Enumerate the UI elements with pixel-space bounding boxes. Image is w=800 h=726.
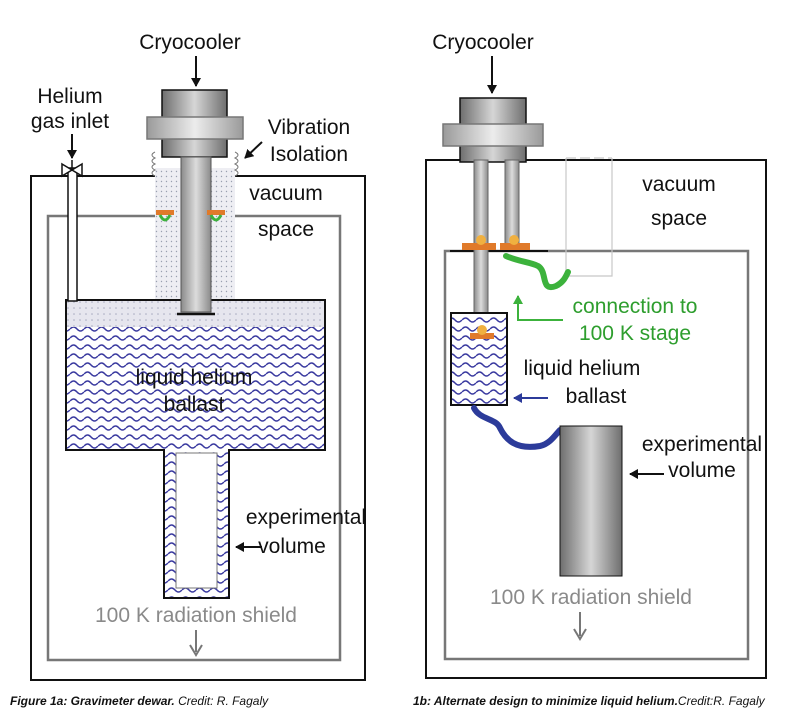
connection-strap: [503, 253, 571, 291]
cryocooler-flange-b: [442, 123, 544, 147]
flange-seal-left: [156, 210, 174, 222]
ballast-box-b: [450, 312, 508, 406]
thermal-link-outline: [565, 157, 613, 277]
figure-1a: Cryocooler Helium gas inlet Vibration Is…: [30, 31, 366, 681]
cryocooler-flange: [146, 116, 244, 140]
radiation-shield-b: [443, 249, 750, 661]
figure-1b: Cryocooler vacuum space connection to 10…: [425, 31, 767, 679]
ballast-label-b-line2: ballast: [566, 385, 627, 408]
vacuum-label-b-line1: vacuum: [642, 173, 716, 196]
experimental-label-b-line1: experimental: [642, 433, 762, 456]
vibration-arrow: [244, 141, 263, 159]
cold-rod-right-b: [504, 159, 520, 246]
ballast-flange-b-dot: [477, 325, 487, 335]
flange-left-b-dot: [476, 235, 486, 245]
outer-dewar-wall-b: [425, 159, 767, 679]
experimental-well-inner: [175, 452, 218, 589]
connection-label-line2: 100 K stage: [579, 322, 691, 345]
helium-strap: [471, 405, 563, 450]
experimental-cylinder-b: [559, 425, 623, 577]
vacuum-label-line2: space: [258, 218, 314, 241]
helium-inlet-tube: [67, 167, 78, 302]
shield-label-b: 100 K radiation shield: [490, 586, 692, 609]
ballast-flange-b: [470, 333, 494, 339]
ballast-label-line2: ballast: [164, 393, 225, 416]
shield-label: 100 K radiation shield: [95, 604, 297, 627]
cold-finger: [180, 156, 212, 313]
ballast-label-b-line1: liquid helium: [524, 357, 641, 380]
cryocooler-label: Cryocooler: [139, 31, 241, 54]
caption-1b-title: 1b: Alternate design to minimize liquid …: [413, 694, 678, 708]
vibration-label-line2: Isolation: [270, 143, 348, 166]
helium-reservoir: [65, 299, 326, 599]
experimental-label-line2: volume: [258, 535, 326, 558]
flange-right-b-dot: [509, 235, 519, 245]
experimental-label-line1: experimental: [246, 506, 366, 529]
caption-1a: Figure 1a: Gravimeter dewar. Credit: R. …: [10, 694, 268, 708]
caption-1a-title: Figure 1a: Gravimeter dewar.: [10, 694, 175, 708]
caption-1b-credit: Credit:R. Fagaly: [677, 694, 765, 708]
helium-inlet-label-line2: gas inlet: [31, 110, 109, 133]
flange-left-b: [462, 243, 496, 250]
cryocooler-label-b: Cryocooler: [432, 31, 534, 54]
flange-seal-right: [207, 210, 225, 222]
connection-label-line1: connection to: [573, 295, 698, 318]
connection-arrow: [513, 295, 563, 321]
vibration-label-line1: Vibration: [268, 116, 351, 139]
vacuum-label-b-line2: space: [651, 207, 707, 230]
bellows: [151, 151, 239, 177]
flange-right-b: [500, 243, 530, 250]
caption-1b: 1b: Alternate design to minimize liquid …: [413, 694, 765, 708]
caption-1a-credit: Credit: R. Fagaly: [178, 694, 269, 708]
vacuum-label-line1: vacuum: [249, 182, 323, 205]
helium-inlet-label-line1: Helium: [37, 85, 102, 108]
ballast-label-line1: liquid helium: [136, 366, 253, 389]
helium-inlet-valve-icon: [61, 160, 83, 178]
shield-arrow-head-b: [573, 628, 587, 641]
shield-arrow-head: [189, 644, 203, 657]
experimental-label-b-line2: volume: [668, 459, 736, 482]
